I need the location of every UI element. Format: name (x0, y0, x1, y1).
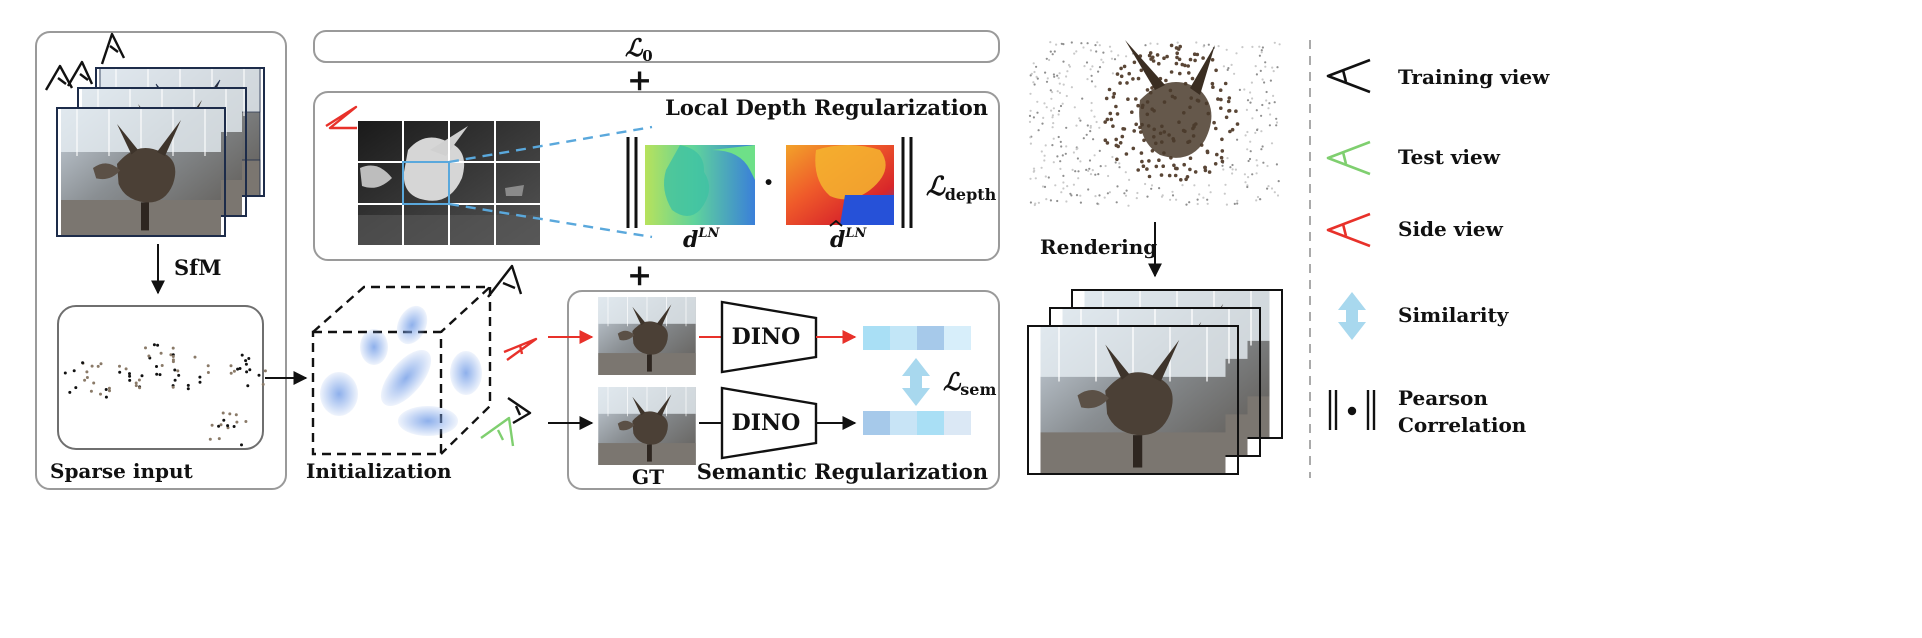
hat-mark (829, 219, 843, 227)
local-depth-title: Local Depth Regularization (665, 95, 988, 120)
training-camera-icons (44, 32, 126, 91)
cube-test-camera-icon (480, 416, 515, 447)
side-view-icon (1326, 212, 1371, 248)
similarity-arrow-icon (902, 358, 930, 406)
feature-cell-top (944, 326, 971, 350)
plus-sign-2: + (627, 258, 652, 293)
sparse-points-box (57, 305, 264, 450)
legend-test-view: Test view (1398, 145, 1501, 169)
initialization-label: Initialization (306, 459, 452, 483)
rendering-label: Rendering (1040, 235, 1157, 259)
side-view-render (597, 297, 697, 375)
d-hat-ln-label: dLN (830, 226, 868, 253)
feature-cell-bottom (863, 411, 890, 435)
legend-similarity: Similarity (1398, 303, 1510, 327)
training-view-icon (1326, 58, 1371, 94)
feature-cell-top (863, 326, 890, 350)
loss-zero-bar (313, 30, 1000, 63)
local-depth-panel (313, 91, 1000, 261)
feature-cell-bottom (890, 411, 917, 435)
sparse-point-cloud (63, 343, 267, 447)
d-ln-label: dLN (683, 226, 721, 253)
pearson-bars-left (626, 137, 638, 228)
svg-text:DINO: DINO (732, 410, 801, 436)
semantic-reg-panel (567, 290, 1000, 490)
feature-cell-bottom (917, 411, 944, 435)
depth-map-grid (358, 121, 540, 245)
gt-image (597, 387, 697, 465)
test-view-icon (1326, 140, 1371, 176)
legend-side-view: Side view (1398, 217, 1504, 241)
cube-side-camera-icon (503, 337, 538, 361)
semantic-reg-title: Semantic Regularization (697, 459, 988, 484)
input-image-stack (56, 67, 265, 237)
dense-point-cloud (1028, 40, 1282, 208)
gt-label: GT (632, 465, 664, 489)
feature-vector-top (863, 326, 971, 350)
svg-text:DINO: DINO (732, 324, 801, 350)
dino-encoder-top: DINO (720, 300, 818, 374)
loss-depth-label: ℒdepth (926, 172, 997, 204)
legend: Training view Test view Side view Simila… (1326, 58, 1550, 437)
sparse-input-panel (35, 31, 287, 490)
feature-vector-bottom (863, 411, 971, 435)
side-view-camera-icon (325, 105, 358, 130)
loss-zero-label: ℒ0 (625, 33, 653, 65)
feature-cell-bottom (944, 411, 971, 435)
similarity-legend-icon (1338, 292, 1366, 340)
feature-cell-top (890, 326, 917, 350)
rendered-depth-map (786, 145, 894, 225)
legend-training-view: Training view (1398, 65, 1550, 89)
legend-correlation: Correlation (1398, 413, 1527, 437)
sfm-label: SfM (174, 255, 221, 280)
cube-training-camera-icon-2 (507, 397, 532, 425)
rendered-image-stack (1027, 289, 1283, 475)
gaussian-ellipsoids (320, 305, 482, 436)
zoom-dashed-lines (448, 125, 653, 239)
loss-sem-label: ℒsem (943, 367, 996, 399)
cube-training-camera-icon (487, 264, 523, 298)
dot-operator: · (763, 163, 774, 201)
legend-pearson: Pearson (1398, 386, 1488, 410)
feature-cell-top (917, 326, 944, 350)
dino-encoder-bottom: DINO (720, 386, 818, 460)
normalized-depth-map (645, 145, 755, 225)
pearson-bars-right (901, 137, 913, 228)
sparse-input-label: Sparse input (50, 459, 194, 483)
pearson-legend-icon (1328, 390, 1376, 430)
